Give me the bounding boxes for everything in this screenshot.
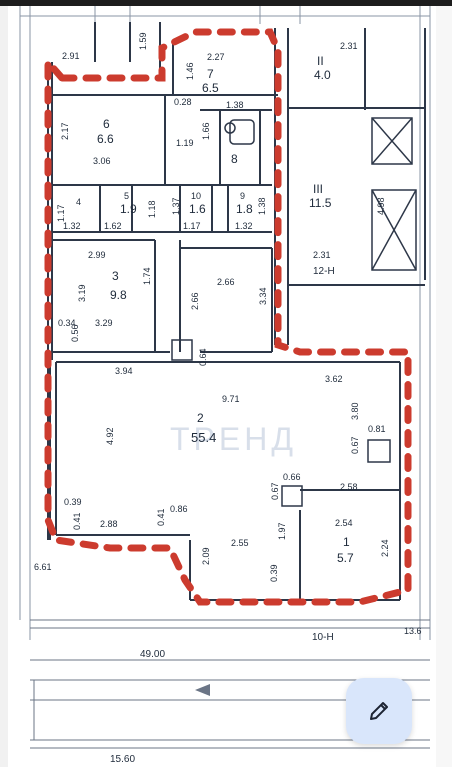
room-label-1: 1 [343, 535, 350, 549]
room-label-3: 3 [112, 269, 119, 283]
dim-label: 3.94 [115, 366, 133, 376]
room-label-2: 2 [197, 411, 204, 425]
room-area-10: 1.6 [189, 202, 206, 216]
dim-label: 0.39 [64, 497, 82, 507]
dim-label: 2.31 [340, 41, 358, 51]
dim-label: 0.56 [70, 324, 80, 342]
room-area-9: 1.8 [236, 202, 253, 216]
dim-label: 0.28 [174, 97, 192, 107]
pencil-icon [370, 702, 388, 720]
dim-label: 2.58 [340, 482, 358, 492]
dim-label: 2.17 [60, 122, 70, 140]
dim-label: 4.98 [376, 197, 386, 215]
dim-label: 1.74 [142, 267, 152, 285]
dim-label: 49.00 [140, 649, 165, 660]
room-area-6: 6.6 [97, 132, 114, 146]
room-area-II: 4.0 [314, 68, 331, 82]
dim-label: 2.91 [62, 51, 80, 61]
unit-label-12n: 12-Н [313, 266, 335, 277]
room-area-5: 1.9 [120, 202, 137, 216]
right-edge [436, 0, 452, 767]
room-label-5: 5 [124, 191, 129, 201]
edit-button[interactable] [346, 678, 412, 744]
room-area-7: 6.5 [202, 81, 219, 95]
top-status-strip [0, 0, 452, 6]
dim-label: 1.59 [138, 32, 148, 50]
dim-label: 4.92 [105, 427, 115, 445]
dim-label: 0.67 [350, 436, 360, 454]
dim-label: 2.31 [313, 250, 331, 260]
dim-label: 1.32 [63, 221, 81, 231]
dim-label: 0.67 [270, 482, 280, 500]
room-area-1: 5.7 [337, 551, 354, 565]
left-edge [0, 0, 8, 767]
room-label-II: II [317, 54, 324, 68]
room-area-2: 55.4 [191, 430, 216, 445]
room-label-7: 7 [207, 67, 214, 81]
dim-label: 1.38 [226, 100, 244, 110]
dim-label: 9.71 [222, 394, 240, 404]
dim-label: 1.18 [147, 200, 157, 218]
dim-label: 2.55 [231, 538, 249, 548]
dim-label: 3.80 [350, 402, 360, 420]
dim-label: 2.24 [380, 539, 390, 557]
unit-label-10n: 10-Н [312, 632, 334, 643]
dim-label: 1.37 [171, 197, 181, 215]
dim-label: 0.64 [198, 348, 208, 366]
dim-label: 1.38 [257, 197, 267, 215]
dim-label: 0.81 [368, 424, 386, 434]
room-label-8: 8 [231, 152, 238, 166]
dim-label: 3.06 [93, 156, 111, 166]
dim-label: 1.66 [201, 122, 211, 140]
room-area-III: 11.5 [309, 196, 332, 210]
dim-label: 2.09 [201, 547, 211, 565]
dim-label: 3.29 [95, 318, 113, 328]
dim-label: 1.32 [235, 221, 253, 231]
dim-label: 3.19 [77, 284, 87, 302]
room-label-4: 4 [76, 197, 81, 207]
dim-label: 0.41 [72, 512, 82, 530]
dim-label: 1.19 [176, 138, 194, 148]
room-label-9: 9 [240, 191, 245, 201]
watermark-text: ТРЕНД [170, 421, 297, 457]
dim-label: 0.39 [269, 564, 279, 582]
dim-label: 2.27 [207, 52, 225, 62]
dim-label: 13.6 [404, 626, 422, 636]
dim-label: 2.66 [190, 292, 200, 310]
dim-label: 1.17 [183, 221, 201, 231]
dim-label: 3.62 [325, 374, 343, 384]
dim-label: 0.86 [170, 504, 188, 514]
dim-label: 0.34 [58, 318, 76, 328]
dim-label: 1.17 [56, 204, 66, 222]
room-area-3: 9.8 [110, 288, 127, 302]
dim-label: 3.34 [258, 287, 268, 305]
dim-label: 2.88 [100, 519, 118, 529]
dim-label: 1.97 [277, 522, 287, 540]
dim-label: 2.99 [88, 250, 106, 260]
dim-label: 0.41 [156, 508, 166, 526]
dim-label: 2.54 [335, 518, 353, 528]
dim-label: 6.61 [34, 562, 52, 572]
dim-label: 1.62 [104, 221, 122, 231]
dim-label: 15.60 [110, 754, 135, 765]
room-label-6: 6 [103, 117, 110, 131]
dim-label: 0.66 [283, 472, 301, 482]
dim-label: 2.66 [217, 277, 235, 287]
room-label-10: 10 [191, 191, 201, 201]
dim-label: 1.46 [185, 62, 195, 80]
room-label-III: III [313, 182, 323, 196]
